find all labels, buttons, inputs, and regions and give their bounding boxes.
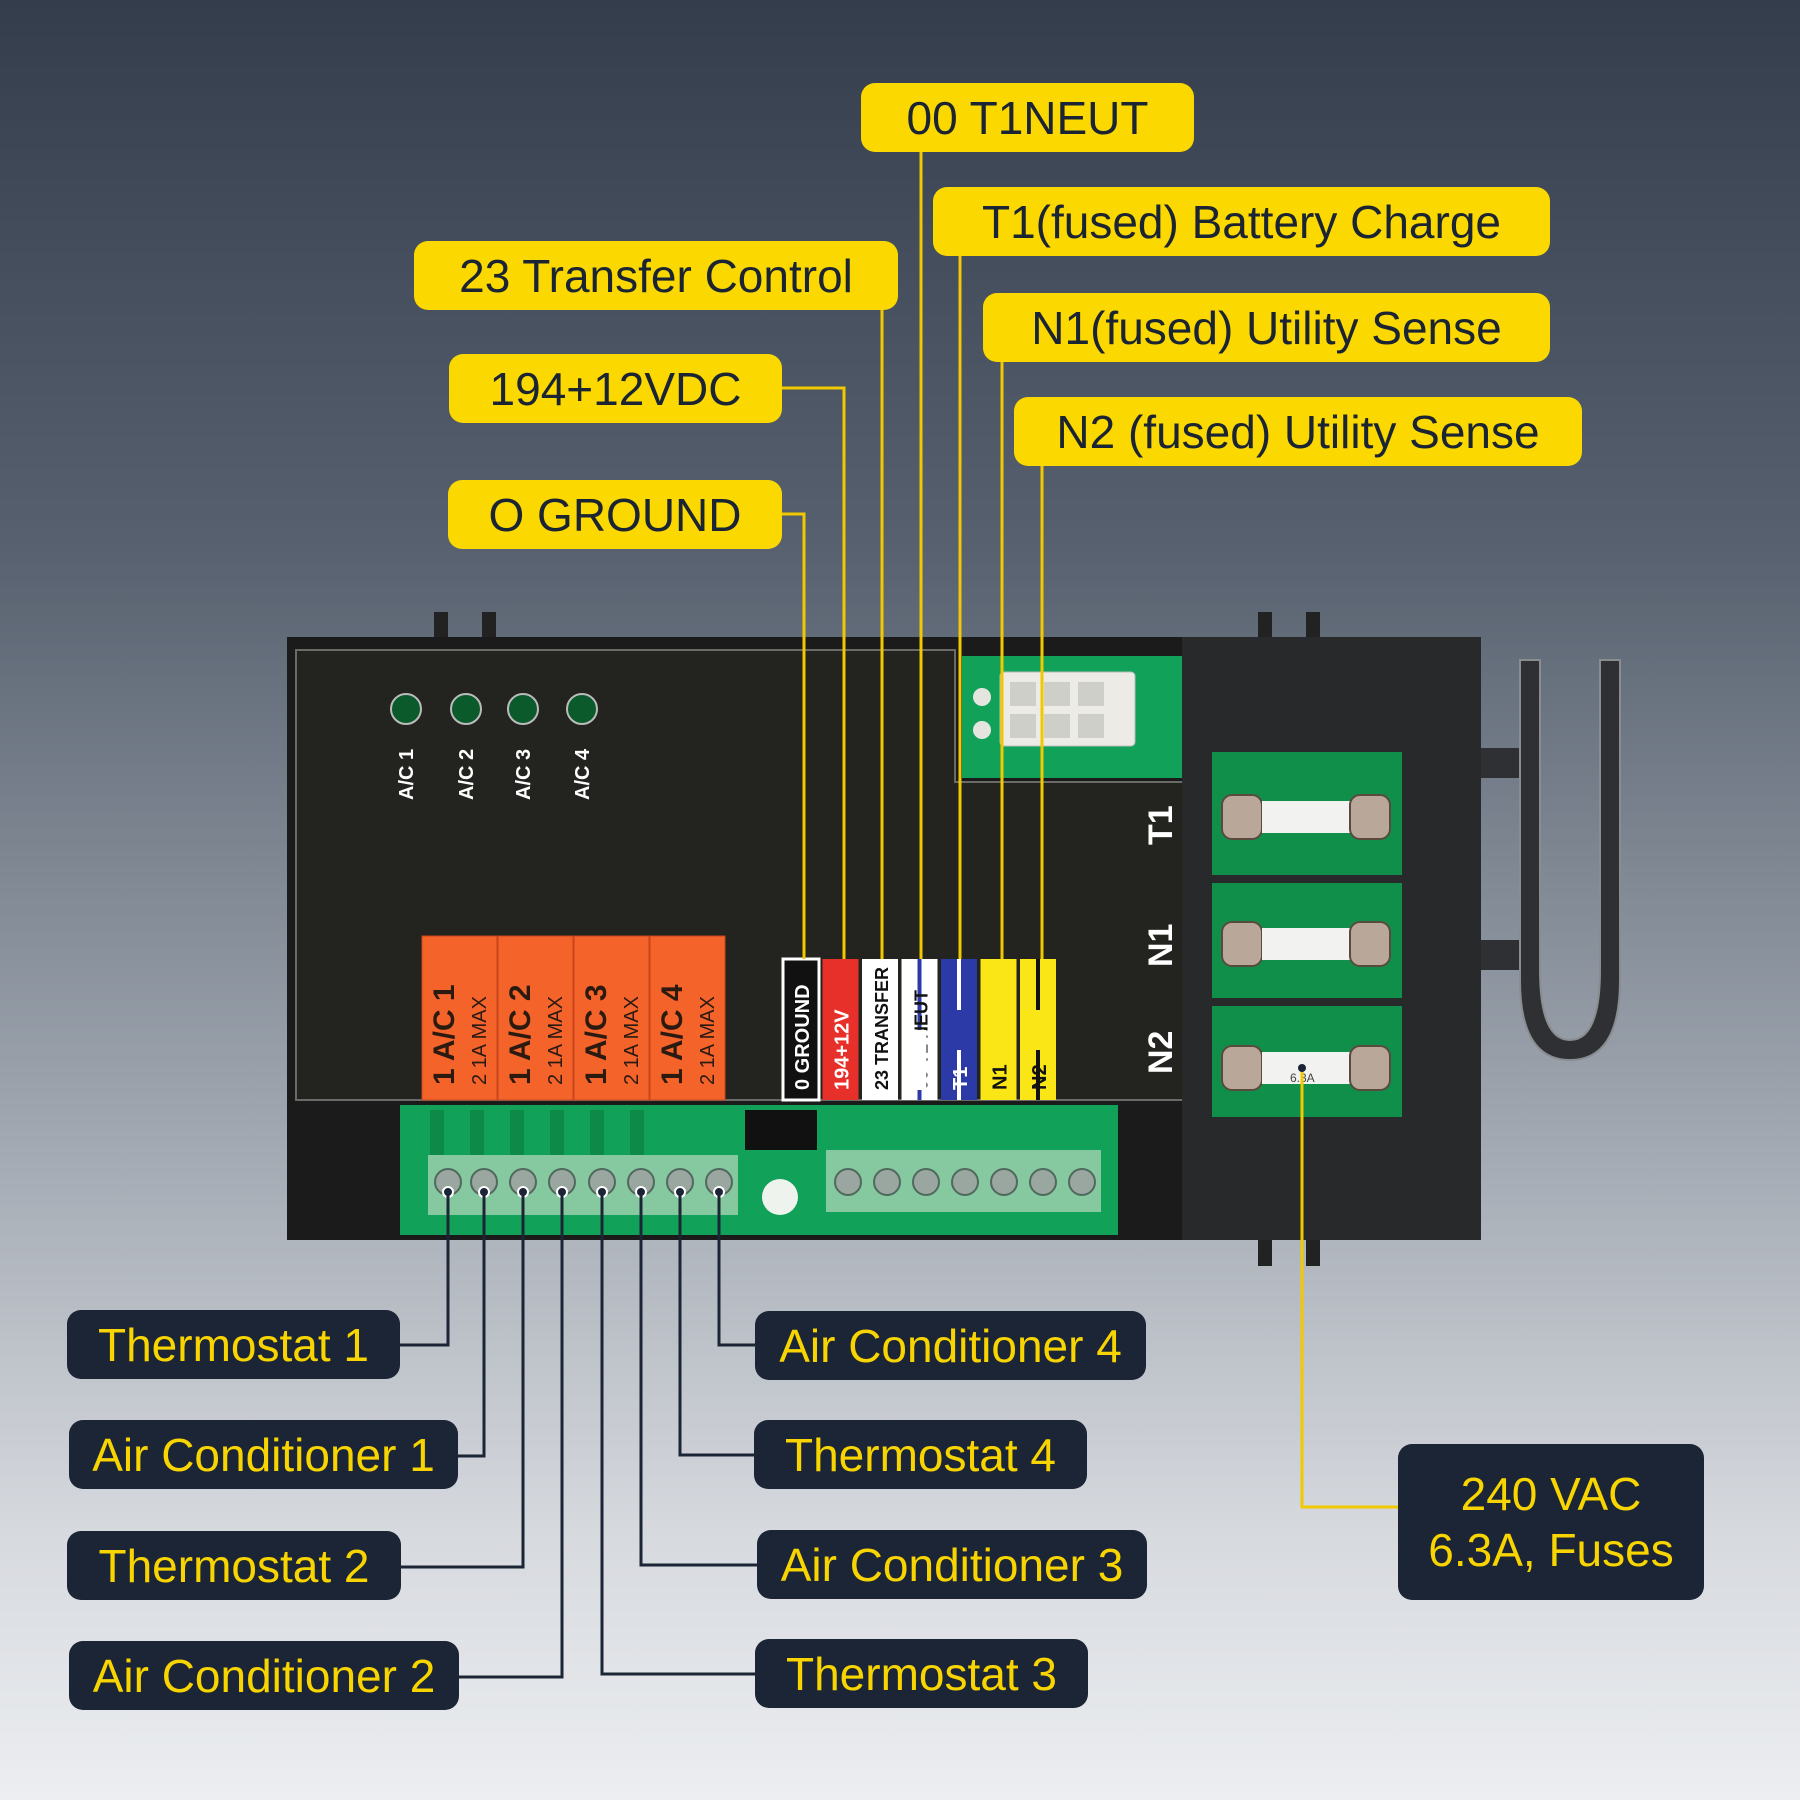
fuse[interactable] bbox=[1262, 928, 1350, 960]
fuse-cap bbox=[1221, 1045, 1263, 1091]
terminal-screw[interactable] bbox=[951, 1168, 979, 1196]
fuse-position-label: T1 bbox=[1142, 805, 1180, 845]
terminal-strip-label: N1 bbox=[990, 1064, 1012, 1090]
terminal-screws bbox=[434, 1168, 1096, 1198]
callout-air-conditioner-1: Air Conditioner 1 bbox=[69, 1420, 458, 1489]
terminal-screw[interactable] bbox=[834, 1168, 862, 1196]
callout-thermostat-3: Thermostat 3 bbox=[755, 1639, 1088, 1708]
relay-label-main: 1 A/C 2 bbox=[504, 984, 537, 1085]
led-indicators: A/C 1 A/C 2 A/C 3 A/C 4 bbox=[390, 693, 598, 800]
bottom-leader-lines bbox=[400, 1190, 757, 1679]
relay-label bbox=[573, 935, 650, 1101]
fuse-rating: 6.3A, Fuses bbox=[1428, 1524, 1674, 1576]
fuse-cap bbox=[1221, 921, 1263, 967]
callout-12vdc: 194+12VDC bbox=[449, 354, 782, 423]
connector-socket bbox=[745, 1110, 817, 1150]
relay-label bbox=[421, 935, 498, 1101]
din-clips bbox=[434, 612, 1320, 1266]
relay-label-main: 1 A/C 3 bbox=[580, 984, 613, 1085]
relay-label-sub: 2 1A MAX bbox=[621, 996, 643, 1085]
mounting-hole bbox=[762, 1179, 798, 1215]
relay-label-sub: 2 1A MAX bbox=[697, 996, 719, 1085]
relay-label-main: 1 A/C 1 bbox=[428, 984, 461, 1085]
fuse-cap bbox=[1349, 1045, 1391, 1091]
relay-label bbox=[649, 935, 726, 1101]
terminal-screw[interactable] bbox=[873, 1168, 901, 1196]
relay-label-main: 1 A/C 4 bbox=[656, 984, 689, 1085]
terminal-strip-label: 0 GROUND bbox=[792, 984, 814, 1090]
terminal-screw[interactable] bbox=[1029, 1168, 1057, 1196]
callout-ground: O GROUND bbox=[448, 480, 782, 549]
led-label: A/C 3 bbox=[513, 749, 535, 800]
terminal-strip bbox=[862, 959, 898, 1100]
fuse-cap bbox=[1221, 794, 1263, 840]
callout-thermostat-1: Thermostat 1 bbox=[67, 1310, 400, 1379]
led-indicator bbox=[450, 693, 482, 725]
led-indicator bbox=[390, 693, 422, 725]
terminal-strip-label: 194+12V bbox=[832, 1009, 854, 1090]
relay-label-sub: 2 1A MAX bbox=[545, 996, 567, 1085]
terminal-strip bbox=[822, 959, 859, 1100]
relay-label-sub: 2 1A MAX bbox=[469, 996, 491, 1085]
callout-n2-utility-sense: N2 (fused) Utility Sense bbox=[1014, 397, 1582, 466]
fuse-voltage: 240 VAC bbox=[1460, 1468, 1642, 1520]
terminal-strip bbox=[781, 957, 821, 1102]
relay-label bbox=[497, 935, 574, 1101]
callout-t1-battery-charge: T1(fused) Battery Charge bbox=[933, 187, 1550, 256]
led-label: A/C 4 bbox=[572, 748, 594, 800]
callout-fuses: 240 VAC 6.3A, Fuses bbox=[1398, 1444, 1704, 1600]
fuse-cap bbox=[1349, 794, 1391, 840]
fuse[interactable] bbox=[1262, 801, 1350, 833]
terminal-screw[interactable] bbox=[1068, 1168, 1096, 1196]
terminal-screw[interactable] bbox=[912, 1168, 940, 1196]
terminal-strip-label: T1 bbox=[950, 1067, 972, 1090]
relay-labels: 1 A/C 1 2 1A MAX 1 A/C 2 2 1A MAX 1 A/C 3 2 1… bbox=[421, 935, 726, 1101]
terminal-strip-label: N2 bbox=[1029, 1064, 1051, 1090]
top-leader-lines bbox=[782, 152, 1398, 1509]
led-indicator bbox=[507, 693, 539, 725]
callout-transfer-control: 23 Transfer Control bbox=[414, 241, 898, 310]
terminal-screw[interactable] bbox=[990, 1168, 1018, 1196]
callout-thermostat-2: Thermostat 2 bbox=[67, 1531, 401, 1600]
terminal-strip bbox=[980, 959, 1017, 1100]
callout-thermostat-4: Thermostat 4 bbox=[754, 1420, 1087, 1489]
callout-air-conditioner-2: Air Conditioner 2 bbox=[69, 1641, 459, 1710]
callout-t1neut: 00 T1NEUT bbox=[861, 83, 1194, 152]
callout-air-conditioner-3: Air Conditioner 3 bbox=[757, 1530, 1147, 1599]
terminal-strip-label: 23 TRANSFER bbox=[872, 967, 892, 1090]
callout-air-conditioner-4: Air Conditioner 4 bbox=[755, 1311, 1146, 1380]
din-release-clip bbox=[1481, 659, 1621, 1062]
fuse-cap bbox=[1349, 921, 1391, 967]
led-label: A/C 2 bbox=[456, 749, 478, 800]
fuse-position-label: N1 bbox=[1142, 924, 1180, 967]
led-label: A/C 1 bbox=[396, 749, 418, 800]
callout-n1-utility-sense: N1(fused) Utility Sense bbox=[983, 293, 1550, 362]
led-indicator bbox=[566, 693, 598, 725]
fuse-position-label: N2 bbox=[1142, 1031, 1180, 1074]
